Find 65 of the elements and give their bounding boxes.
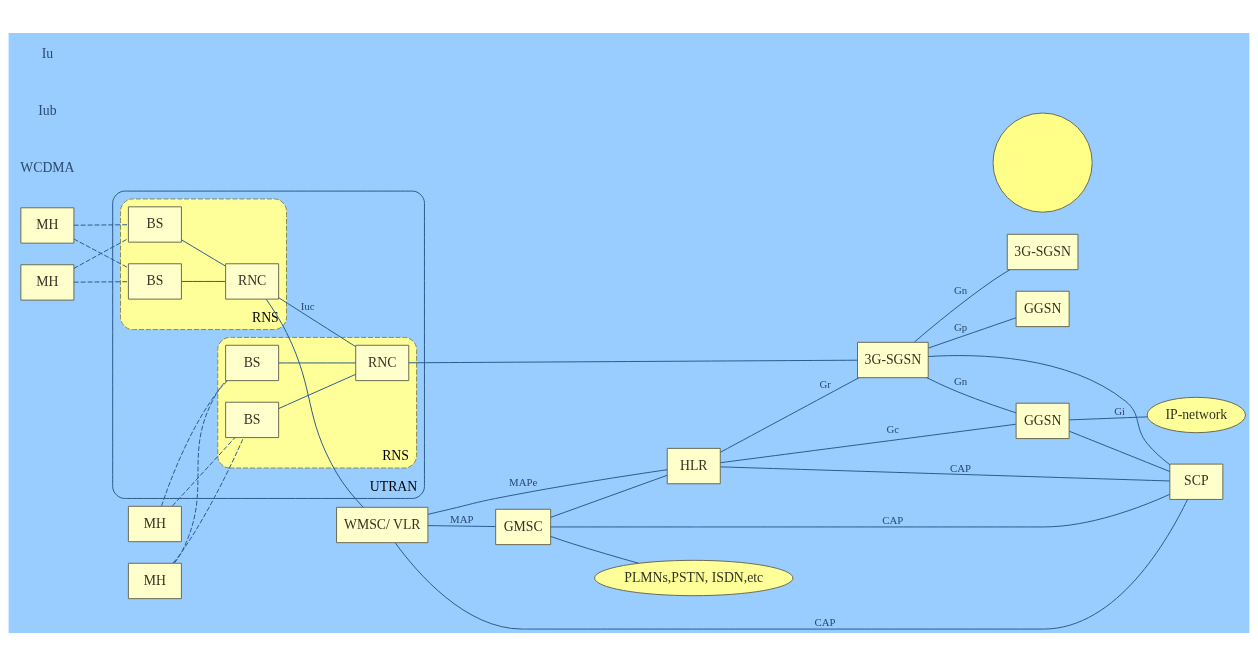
connector bbox=[408, 359, 858, 364]
node-box: BS bbox=[127, 206, 182, 243]
node-ellipse: IP-network bbox=[1146, 396, 1246, 434]
connector bbox=[73, 224, 129, 226]
node-box: RNC bbox=[355, 344, 410, 382]
connector bbox=[172, 437, 236, 507]
node-box: GGSN bbox=[1015, 402, 1070, 440]
edge-label: Gi bbox=[1114, 404, 1126, 417]
node-box: MH bbox=[127, 562, 182, 600]
edge-label: MAPe bbox=[509, 475, 538, 488]
edge-label: Gc bbox=[886, 423, 900, 436]
edge-label: Gn bbox=[954, 375, 968, 388]
connector bbox=[73, 281, 129, 283]
connector bbox=[278, 373, 357, 409]
node-box: GMSC bbox=[495, 508, 552, 546]
connector bbox=[550, 493, 1171, 528]
edge-label: Gr bbox=[819, 378, 831, 391]
node-box: BS bbox=[127, 263, 182, 300]
connector bbox=[427, 469, 668, 515]
node-box: HLR bbox=[666, 447, 721, 485]
connector bbox=[427, 525, 496, 528]
node-box: GGSN bbox=[1015, 290, 1070, 328]
connector bbox=[278, 297, 357, 348]
node-box: WMSC/ VLR bbox=[336, 506, 429, 544]
node-box: SCP bbox=[1169, 463, 1224, 500]
edge-label: MAP bbox=[450, 512, 474, 525]
node-box: MH bbox=[127, 505, 182, 543]
connector bbox=[394, 499, 1188, 630]
edge-label: Gp bbox=[954, 321, 968, 334]
node-box: RNC bbox=[225, 263, 280, 300]
connector bbox=[927, 355, 1171, 466]
connector bbox=[181, 280, 226, 282]
connector bbox=[913, 269, 1011, 343]
connector bbox=[550, 474, 668, 518]
connector bbox=[720, 423, 1017, 464]
edge-label: CAP bbox=[950, 461, 972, 474]
connector bbox=[278, 362, 357, 364]
connector bbox=[265, 298, 364, 508]
connector bbox=[1068, 416, 1148, 421]
node-ellipse: PLMNs,PSTN, ISDN,etc bbox=[594, 559, 794, 597]
edge-label: CAP bbox=[882, 513, 904, 526]
node-box: BS bbox=[225, 344, 280, 382]
connector bbox=[73, 238, 129, 269]
connector bbox=[926, 377, 1017, 414]
node-box: 3G-SGSN bbox=[857, 341, 929, 379]
edge-label: Iuc bbox=[300, 299, 315, 312]
connector bbox=[173, 380, 227, 564]
label: WCDMA bbox=[20, 160, 75, 176]
connector bbox=[181, 239, 226, 267]
node-circle bbox=[992, 112, 1093, 213]
connector bbox=[550, 536, 640, 564]
connector bbox=[928, 317, 1017, 349]
node-box: BS bbox=[225, 401, 280, 439]
connector bbox=[720, 377, 860, 453]
label: Iub bbox=[38, 103, 57, 119]
connector bbox=[1068, 430, 1171, 472]
node-box: MH bbox=[20, 264, 75, 301]
edge-label: Gn bbox=[954, 284, 968, 297]
label: Iu bbox=[41, 46, 54, 62]
connector bbox=[720, 466, 1171, 482]
node-box: 3G-SGSN bbox=[1006, 233, 1079, 271]
connector bbox=[161, 380, 229, 507]
edge-label: CAP bbox=[814, 615, 836, 628]
node-box: MH bbox=[20, 207, 75, 244]
connector bbox=[172, 437, 244, 564]
